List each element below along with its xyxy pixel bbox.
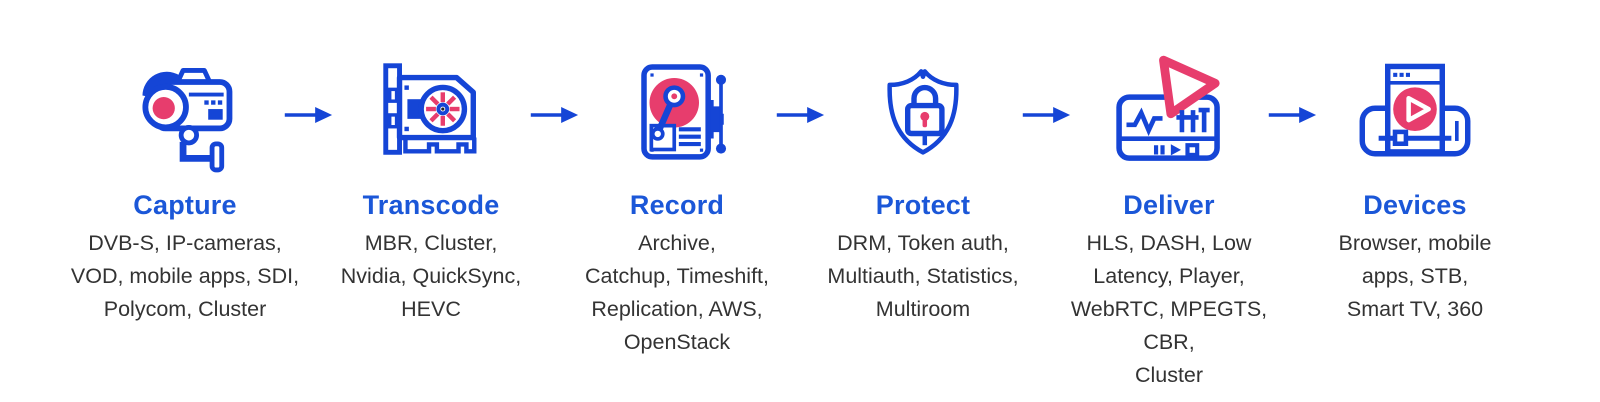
gpu-card-icon bbox=[333, 36, 529, 186]
stage-title-devices: Devices bbox=[1363, 190, 1467, 220]
stage-description-record: Archive, Catchup, Timeshift, Replication… bbox=[584, 231, 770, 354]
stage-description-transcode: MBR, Cluster, Nvidia, QuickSync, HEVC bbox=[340, 231, 522, 321]
stage-transcode: Transcode MBR, Cluster, Nvidia, QuickSyn… bbox=[333, 36, 529, 326]
cctv-camera-icon bbox=[87, 36, 283, 186]
stage-title-deliver: Deliver bbox=[1123, 190, 1215, 220]
stage-description-protect: DRM, Token auth, Multiauth, Statistics, … bbox=[827, 231, 1019, 321]
devices-icon bbox=[1317, 36, 1513, 186]
stage-devices: Devices Browser, mobile apps, STB, Smart… bbox=[1317, 36, 1513, 326]
stage-record: Record Archive, Catchup, Timeshift, Repl… bbox=[579, 36, 775, 359]
stage-title-record: Record bbox=[629, 190, 725, 220]
stage-description-devices: Browser, mobile apps, STB, Smart TV, 360 bbox=[1338, 231, 1492, 321]
flow-arrow-icon bbox=[775, 103, 825, 127]
stage-deliver: Deliver HLS, DASH, Low Latency, Player, … bbox=[1071, 36, 1267, 392]
flow-arrow-icon bbox=[283, 103, 333, 127]
shield-lock-icon bbox=[825, 36, 1021, 186]
player-panel-icon bbox=[1071, 36, 1267, 186]
stage-title-transcode: Transcode bbox=[362, 190, 500, 220]
flow-arrow-icon bbox=[1021, 103, 1071, 127]
stage-capture: Capture DVB-S, IP-cameras, VOD, mobile a… bbox=[71, 36, 299, 326]
stage-title-protect: Protect bbox=[875, 190, 971, 220]
hard-drive-icon bbox=[579, 36, 775, 186]
flow-arrow-icon bbox=[529, 103, 579, 127]
stage-description-capture: DVB-S, IP-cameras, VOD, mobile apps, SDI… bbox=[70, 231, 300, 321]
flow-arrow-icon bbox=[1267, 103, 1317, 127]
stage-protect: Protect DRM, Token auth, Multiauth, Stat… bbox=[825, 36, 1021, 326]
stage-description-deliver: HLS, DASH, Low Latency, Player, WebRTC, … bbox=[1070, 231, 1268, 387]
stage-title-capture: Capture bbox=[133, 190, 237, 220]
